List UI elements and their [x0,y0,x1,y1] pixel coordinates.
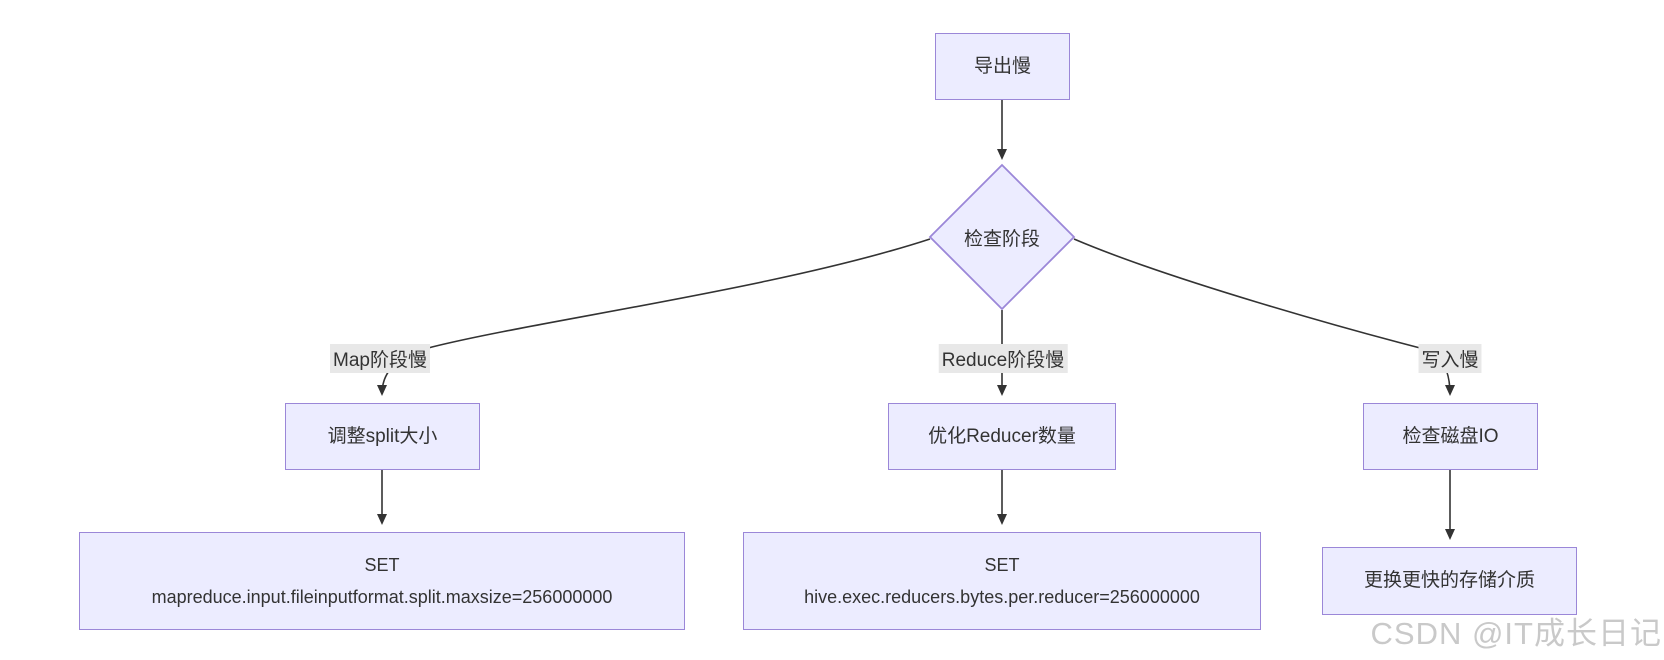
edge-check-to-adjust-split [377,238,931,396]
node-check-disk-io: 检查磁盘IO [1363,403,1538,470]
node-check-stage-label: 检查阶段 [963,228,1040,250]
node-set-reducer-bytes: SET hive.exec.reducers.bytes.per.reducer… [743,532,1261,630]
set-reducer-bytes-line2: hive.exec.reducers.bytes.per.reducer=256… [804,586,1200,607]
set-reducer-bytes-line1: SET [984,555,1020,575]
set-split-maxsize-line1: SET [364,555,400,575]
node-adjust-split-label: 调整split大小 [327,425,438,447]
edge-label-map-slow: Map阶段慢 [330,344,430,373]
node-check-disk-io-label: 检查磁盘IO [1402,425,1499,447]
node-change-storage: 更换更快的存储介质 [1322,547,1577,615]
csdn-watermark: CSDN @IT成长日记 [1370,616,1662,651]
node-export-slow: 导出慢 [935,33,1070,100]
node-adjust-split: 调整split大小 [285,403,480,470]
edge-check-to-disk-io [1073,238,1455,396]
node-export-slow-label: 导出慢 [973,55,1031,77]
node-set-split-maxsize: SET mapreduce.input.fileinputformat.spli… [79,532,685,630]
set-split-maxsize-line2: mapreduce.input.fileinputformat.split.ma… [151,586,613,607]
edge-label-write-slow: 写入慢 [1418,344,1482,373]
edge-label-reduce-slow: Reduce阶段慢 [938,344,1068,373]
node-optimize-reducer: 优化Reducer数量 [888,403,1116,470]
node-change-storage-label: 更换更快的存储介质 [1363,570,1535,592]
node-optimize-reducer-label: 优化Reducer数量 [928,425,1076,447]
